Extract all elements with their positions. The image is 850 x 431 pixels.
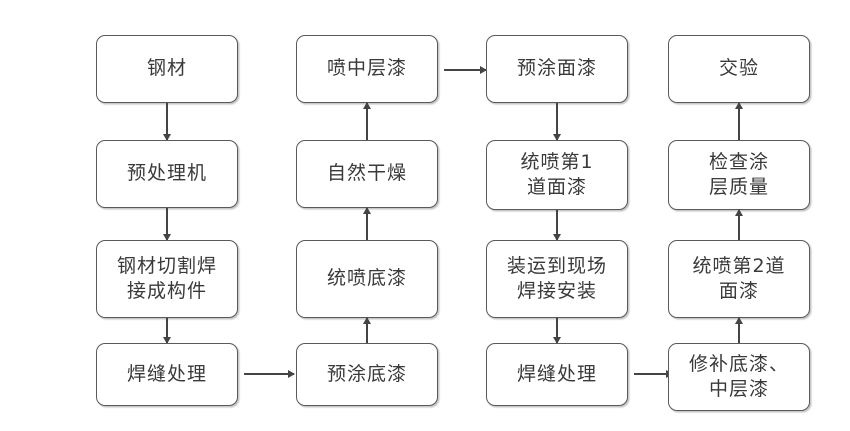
connector-arrow-down — [556, 210, 558, 240]
flow-node-label: 喷中层漆 — [326, 57, 407, 80]
flow-node-precoat-topcoat[interactable]: 预涂面漆 — [486, 35, 628, 103]
connector-arrow-down — [166, 318, 168, 343]
connector-arrow-down — [556, 103, 558, 140]
flow-node-label: 钢材 — [146, 57, 187, 80]
flow-node-label: 预涂底漆 — [326, 362, 407, 385]
flow-node-label: 装运到现场 焊接安装 — [506, 254, 607, 302]
flow-node-weld-seam-treatment-1[interactable]: 焊缝处理 — [96, 343, 238, 406]
connector-arrow-up — [366, 103, 368, 140]
flow-node-repair-primer-intermediate[interactable]: 修补底漆、 中层漆 — [668, 343, 810, 411]
connector-arrow-up — [366, 208, 368, 240]
flow-node-precoat-primer[interactable]: 预涂底漆 — [296, 343, 438, 406]
flow-node-overall-spray-first-topcoat[interactable]: 统喷第1 道面漆 — [486, 140, 628, 210]
flow-node-label: 交验 — [718, 57, 759, 80]
flow-node-label: 焊缝处理 — [126, 362, 207, 385]
flow-node-label: 修补底漆、 中层漆 — [688, 352, 789, 400]
flow-node-label: 焊缝处理 — [516, 362, 597, 385]
connector-arrow-up — [366, 318, 368, 343]
flow-node-final-acceptance[interactable]: 交验 — [668, 35, 810, 103]
flow-node-inspect-coating-quality[interactable]: 检查涂 层质量 — [668, 140, 810, 210]
flow-node-label: 检查涂 层质量 — [708, 150, 769, 198]
connector-arrow-right — [634, 373, 672, 375]
connector-arrow-down — [166, 208, 168, 240]
flow-node-spray-intermediate-coat[interactable]: 喷中层漆 — [296, 35, 438, 103]
connector-arrow-up — [738, 318, 740, 343]
flow-node-pretreatment-machine[interactable]: 预处理机 — [96, 140, 238, 208]
flow-node-label: 统喷第2道 面漆 — [692, 254, 786, 302]
flow-node-label: 预处理机 — [126, 162, 207, 185]
connector-arrow-down — [556, 318, 558, 343]
connector-arrow-down — [166, 103, 168, 140]
flow-node-cut-weld-components[interactable]: 钢材切割焊 接成构件 — [96, 240, 238, 318]
flow-node-weld-seam-treatment-2[interactable]: 焊缝处理 — [486, 343, 628, 406]
flow-node-label: 统喷第1 道面漆 — [520, 150, 594, 198]
flow-node-label: 自然干燥 — [326, 162, 407, 185]
connector-arrow-up — [738, 210, 740, 240]
flow-node-label: 统喷底漆 — [326, 267, 407, 290]
flow-node-overall-spray-primer[interactable]: 统喷底漆 — [296, 240, 438, 318]
flow-node-label: 钢材切割焊 接成构件 — [116, 254, 217, 302]
connector-arrow-up — [738, 103, 740, 140]
flow-node-transport-site-weld-install[interactable]: 装运到现场 焊接安装 — [486, 240, 628, 318]
flow-node-steel[interactable]: 钢材 — [96, 35, 238, 103]
flow-node-label: 预涂面漆 — [516, 57, 597, 80]
connector-arrow-right — [444, 69, 486, 71]
flow-node-overall-spray-second-topcoat[interactable]: 统喷第2道 面漆 — [668, 240, 810, 318]
flow-node-natural-drying[interactable]: 自然干燥 — [296, 140, 438, 208]
connector-arrow-right — [244, 373, 294, 375]
